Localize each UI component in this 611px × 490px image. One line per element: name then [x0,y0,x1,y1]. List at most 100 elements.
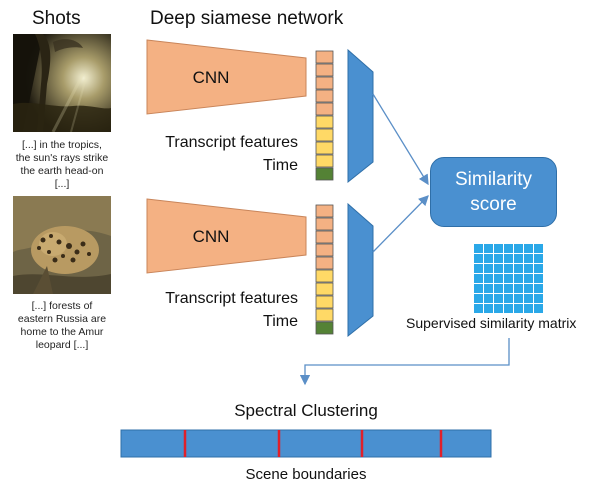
matrix-cell [534,274,543,283]
matrix-cell [504,274,513,283]
caption-line: the sun's rays strike [15,152,109,164]
similarity-line-2: score [470,194,517,215]
matrix-cell [474,274,483,283]
transcript-feature-cell [315,128,334,142]
similarity-matrix-icon [474,244,543,313]
caption-line: [...] forests of [31,300,93,312]
transcript-feature-cell [315,269,334,283]
matrix-cell [534,304,543,313]
shot-thumbnail-leopard [13,196,111,294]
matrix-cell [504,254,513,263]
matrix-cell [494,274,503,283]
matrix-cell [524,264,533,273]
shot-thumbnail-forest [13,34,111,132]
matrix-cell [504,304,513,313]
arrow-branch-2 [372,195,429,253]
matrix-cell [534,254,543,263]
matrix-cell [504,294,513,303]
matrix-cell [484,294,493,303]
feature-stack-2 [315,204,334,335]
matrix-cell [494,264,503,273]
time-feature-cell [315,167,334,181]
matrix-cell [534,264,543,273]
feature-stack-1 [315,50,334,181]
timeline-bar [120,429,492,458]
matrix-cell [514,284,523,293]
cnn-label-1: CNN [193,68,230,87]
time-label-2: Time [263,313,298,330]
matrix-cell [484,304,493,313]
matrix-cell [524,254,533,263]
matrix-cell [494,244,503,253]
matrix-cell [534,284,543,293]
shots-heading: Shots [32,8,81,29]
cnn-block-1 [146,39,307,115]
caption-line: leopard [...] [35,339,89,351]
matrix-cell [534,244,543,253]
cnn-block-2 [146,198,307,274]
matrix-cell [494,284,503,293]
caption-line: [...] [54,178,70,190]
matrix-cell [524,274,533,283]
cnn-feature-cell [315,102,334,116]
cnn-feature-cell [315,89,334,103]
transcript-feature-cell [315,308,334,322]
matrix-cell [484,274,493,283]
cnn-feature-cell [315,217,334,231]
transcript-features-label-1: Transcript features [165,134,298,151]
matrix-cell [494,294,503,303]
cnn-feature-cell [315,230,334,244]
caption-line: home to the Amur [20,326,104,338]
cnn-feature-cell [315,76,334,90]
matrix-cell [534,294,543,303]
matrix-cell [474,254,483,263]
time-label-1: Time [263,157,298,174]
matrix-cell [524,244,533,253]
matrix-cell [474,304,483,313]
matrix-cell [514,294,523,303]
network-heading: Deep siamese network [150,8,344,29]
matrix-cell [474,244,483,253]
matrix-cell [514,264,523,273]
matrix-cell [484,284,493,293]
matrix-cell [474,294,483,303]
matrix-cell [514,244,523,253]
cnn-feature-cell [315,256,334,270]
matrix-cell [484,264,493,273]
similarity-score-box: Similarity score [430,157,557,227]
time-feature-cell [315,321,334,335]
matrix-cell [514,304,523,313]
caption-line: [...] in the tropics, [22,139,102,151]
matrix-cell [504,244,513,253]
siamese-fc-block-1 [347,48,374,184]
transcript-feature-cell [315,282,334,296]
matrix-cell [504,264,513,273]
scene-boundaries-label: Scene boundaries [245,466,367,483]
matrix-cell [484,254,493,263]
transcript-feature-cell [315,141,334,155]
supervised-similarity-matrix-label: Supervised similarity matrix [406,315,577,331]
matrix-cell [524,284,533,293]
transcript-feature-cell [315,154,334,168]
matrix-cell [514,274,523,283]
cnn-feature-cell [315,63,334,77]
matrix-cell [524,304,533,313]
matrix-cell [474,284,483,293]
matrix-cell [494,254,503,263]
arrow-branch-1 [372,93,429,186]
transcript-feature-cell [315,295,334,309]
siamese-fc-block-2 [347,202,374,338]
cnn-label-2: CNN [193,227,230,246]
matrix-cell [514,254,523,263]
matrix-cell [504,284,513,293]
matrix-cell [484,244,493,253]
matrix-cell [524,294,533,303]
matrix-cell [494,304,503,313]
cnn-feature-cell [315,243,334,257]
arrow-to-clustering [299,338,510,386]
matrix-cell [474,264,483,273]
transcript-feature-cell [315,115,334,129]
caption-line: eastern Russia are [17,313,107,325]
spectral-clustering-label: Spectral Clustering [234,401,378,420]
